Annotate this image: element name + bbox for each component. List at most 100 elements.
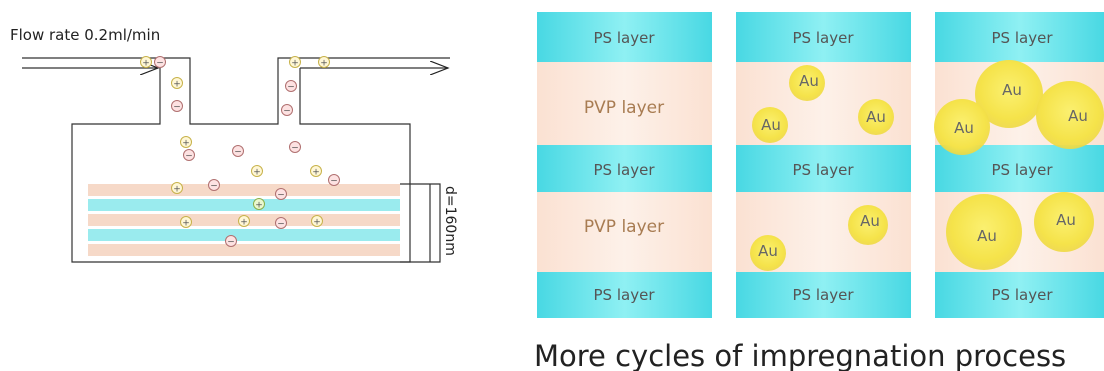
positive-ion: + <box>238 215 250 228</box>
svg-text:+: + <box>173 80 181 90</box>
au-particle: Au <box>946 194 1022 270</box>
positive-ion: + <box>171 182 183 195</box>
svg-text:Au: Au <box>954 119 974 137</box>
positive-ion: + <box>171 77 183 90</box>
svg-text:Au: Au <box>1056 211 1076 229</box>
ion-group: + − + − + + − − + − − − + + − + − − + + … <box>140 56 340 248</box>
svg-text:Au: Au <box>761 116 781 134</box>
flow-cell-diagram: Flow rate 0.2ml/min d=160nm + − + − + + … <box>10 26 458 263</box>
positive-ion: + <box>289 56 301 69</box>
positive-ion: + <box>180 136 192 149</box>
svg-text:−: − <box>330 177 338 187</box>
svg-text:+: + <box>255 201 263 211</box>
ps-layer <box>537 272 712 318</box>
ps-layer <box>935 272 1104 318</box>
au-particle: Au <box>1034 192 1094 252</box>
au-particle: Au <box>789 65 825 101</box>
svg-text:Au: Au <box>758 242 778 260</box>
au-particle: Au <box>934 99 990 155</box>
pvp-layer-label: PVP layer <box>584 217 664 237</box>
svg-text:+: + <box>240 218 248 228</box>
negative-ion: − <box>275 217 287 230</box>
au-particle: Au <box>750 235 786 271</box>
ps-layer-label: PS layer <box>992 29 1054 47</box>
svg-text:+: + <box>173 185 181 195</box>
svg-text:Au: Au <box>1002 81 1022 99</box>
negative-ion: − <box>285 80 297 93</box>
ps-layer <box>736 145 911 192</box>
ps-layer-label: PS layer <box>793 29 855 47</box>
layer-stack-more-cycles: PS layer PS layer Au Au Au PS layer Au A… <box>934 12 1104 318</box>
ps-layer-label: PS layer <box>594 286 656 304</box>
positive-ion: + <box>310 165 322 178</box>
au-particle: Au <box>975 60 1043 128</box>
positive-ion: + <box>251 165 263 178</box>
negative-ion: − <box>225 235 237 248</box>
svg-text:Au: Au <box>799 72 819 90</box>
layer-stack-early-cycles: PS layer PS layer PS layer Au Au Au Au A… <box>736 12 911 318</box>
svg-text:+: + <box>253 168 261 178</box>
ps-layer-label: PS layer <box>594 161 656 179</box>
negative-ion: − <box>275 188 287 201</box>
negative-ion: − <box>208 179 220 192</box>
ps-layer <box>935 12 1104 62</box>
svg-text:−: − <box>156 59 164 69</box>
positive-ion: + <box>253 198 265 211</box>
au-particle: Au <box>858 99 894 135</box>
negative-ion: − <box>281 104 293 117</box>
svg-text:−: − <box>277 191 285 201</box>
positive-ion: + <box>180 216 192 229</box>
svg-text:−: − <box>173 103 181 113</box>
svg-text:+: + <box>312 168 320 178</box>
svg-text:−: − <box>287 83 295 93</box>
svg-text:+: + <box>182 139 190 149</box>
svg-text:Au: Au <box>977 227 997 245</box>
film-stripe <box>88 199 400 211</box>
ps-layer-label: PS layer <box>793 286 855 304</box>
film-stripe <box>88 184 400 196</box>
thickness-label: d=160nm <box>442 186 458 256</box>
ps-layer-label: PS layer <box>594 29 656 47</box>
negative-ion: − <box>171 100 183 113</box>
ps-layer <box>736 12 911 62</box>
pvp-layer-label: PVP layer <box>584 98 664 118</box>
ps-layer <box>537 145 712 192</box>
svg-text:+: + <box>142 59 150 69</box>
svg-text:−: − <box>283 107 291 117</box>
svg-text:Au: Au <box>1068 107 1088 125</box>
flow-chamber-outline <box>71 57 411 263</box>
pvp-layer <box>537 62 712 145</box>
svg-text:−: − <box>234 148 242 158</box>
svg-text:−: − <box>277 220 285 230</box>
svg-text:−: − <box>210 182 218 192</box>
process-caption: More cycles of impregnation process <box>534 339 1066 371</box>
ps-layer-label: PS layer <box>793 161 855 179</box>
svg-text:Au: Au <box>866 108 886 126</box>
negative-ion: − <box>232 145 244 158</box>
svg-text:Au: Au <box>860 212 880 230</box>
au-particle: Au <box>1036 81 1104 149</box>
negative-ion: − <box>154 56 166 69</box>
positive-ion: + <box>318 56 330 69</box>
svg-text:−: − <box>227 238 235 248</box>
negative-ion: − <box>328 174 340 187</box>
pvp-layer <box>537 192 712 272</box>
ps-layer-label: PS layer <box>992 161 1054 179</box>
ps-layer <box>736 272 911 318</box>
positive-ion: + <box>311 215 323 228</box>
svg-text:+: + <box>320 59 328 69</box>
negative-ion: − <box>289 141 301 154</box>
ps-layer-label: PS layer <box>992 286 1054 304</box>
svg-text:+: + <box>291 59 299 69</box>
svg-text:+: + <box>313 218 321 228</box>
flow-rate-label: Flow rate 0.2ml/min <box>10 26 160 44</box>
ps-layer <box>537 12 712 62</box>
positive-ion: + <box>140 56 152 69</box>
negative-ion: − <box>183 149 195 162</box>
svg-text:+: + <box>182 219 190 229</box>
au-particle: Au <box>848 205 888 245</box>
film-stripe <box>88 229 400 241</box>
thickness-bracket <box>400 183 441 263</box>
au-particle: Au <box>752 107 788 143</box>
